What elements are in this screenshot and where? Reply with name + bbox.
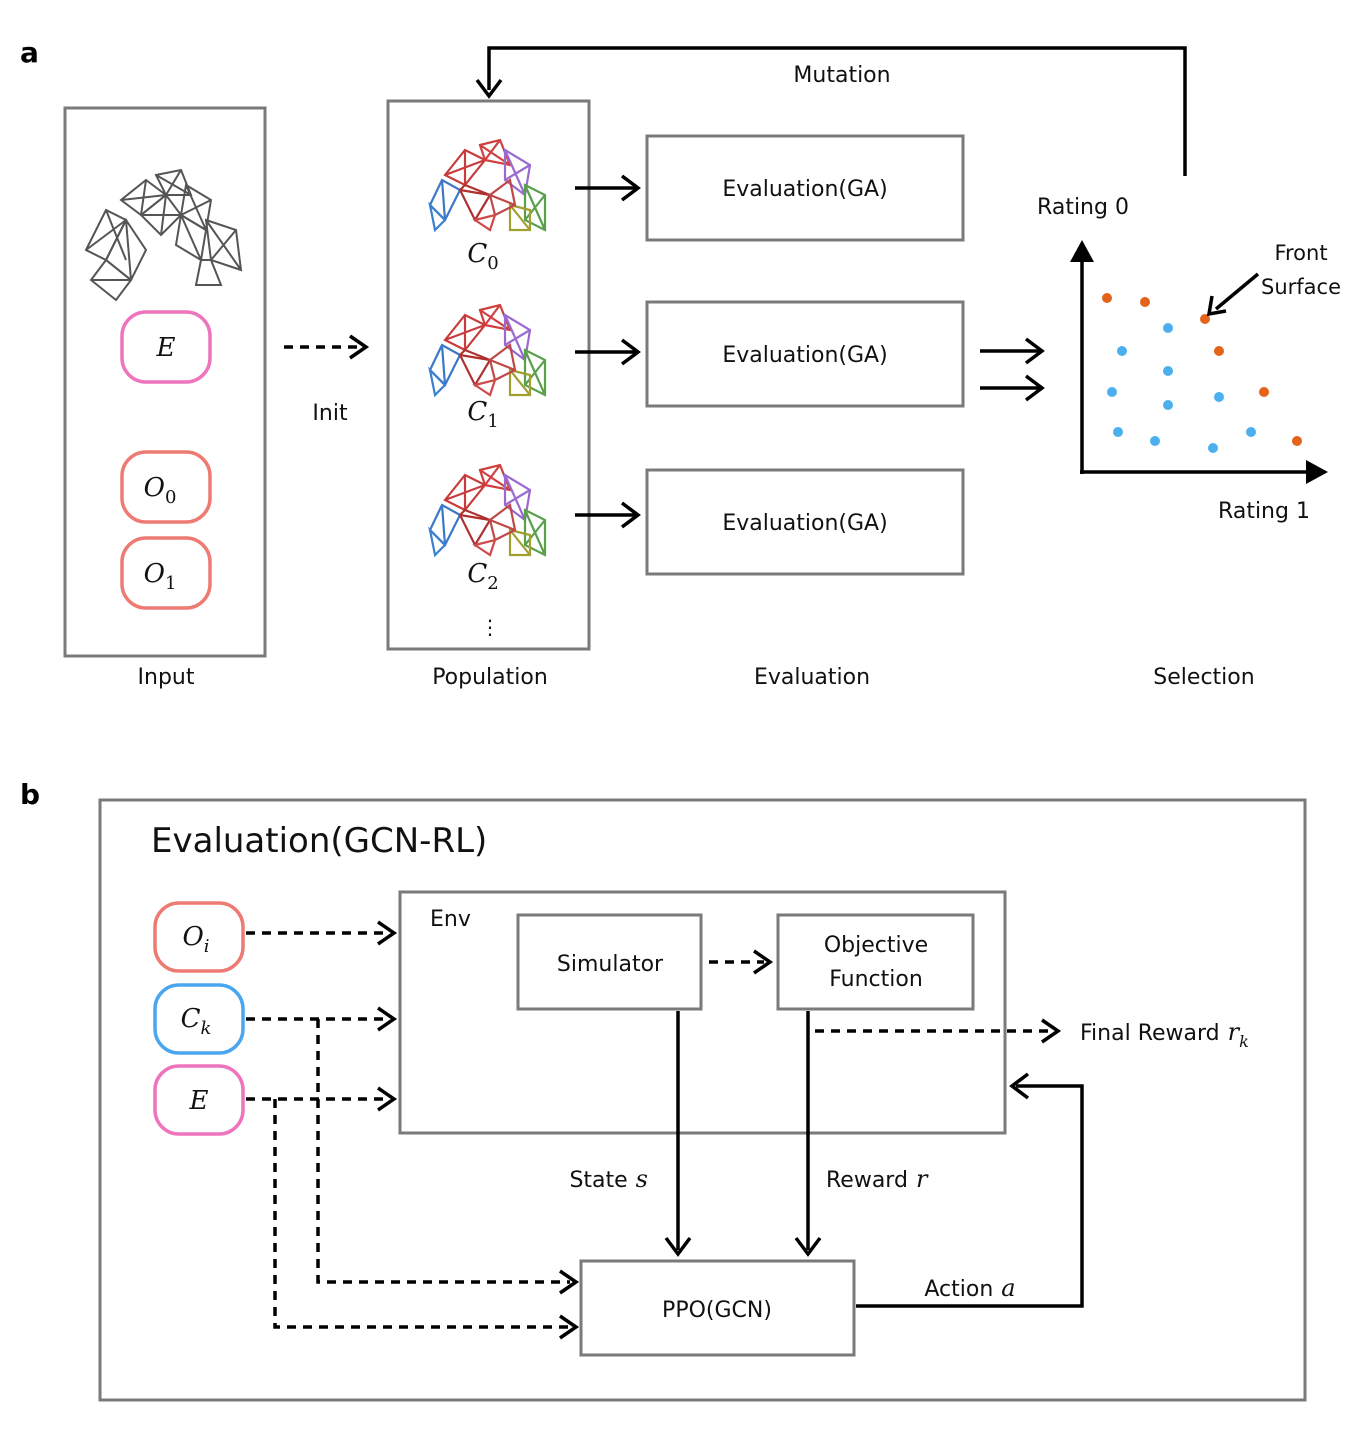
front-point xyxy=(1259,387,1269,397)
evaluation-ga-label-2: Evaluation(GA) xyxy=(722,511,887,536)
mutation-label: Mutation xyxy=(793,63,890,88)
final-reward-arrow-head xyxy=(1041,1018,1062,1044)
selection-arrow-top-head xyxy=(1024,337,1045,365)
action-arrow xyxy=(856,1084,1084,1308)
objective-function-label-line2: Function xyxy=(829,967,923,992)
evaluation-ga-box-2 xyxy=(645,468,965,576)
action-arrow-head xyxy=(1009,1072,1030,1100)
objective-function-box xyxy=(776,913,975,1011)
selection-caption: Selection xyxy=(1153,665,1254,690)
panel-a-label: a xyxy=(20,36,39,69)
ppo-gcn-label: PPO(GCN) xyxy=(662,1298,772,1323)
evaluation-ga-label-1: Evaluation(GA) xyxy=(722,343,887,368)
front-surface-label-line1: Front xyxy=(1274,241,1327,265)
candidate-label-c0: C0 xyxy=(467,239,498,274)
input-token-o1-text: O1 xyxy=(144,559,177,594)
population-point xyxy=(1163,366,1173,376)
front-point xyxy=(1214,346,1224,356)
front-point xyxy=(1200,314,1210,324)
ppo-gcn-box xyxy=(579,1259,856,1357)
token-ck xyxy=(153,983,245,1055)
evaluation-ga-box-0 xyxy=(645,134,965,242)
input-token-e-text: E xyxy=(156,333,176,363)
e-to-env-arrow-head xyxy=(377,1086,398,1112)
token-oi-text: Oi xyxy=(182,922,209,957)
candidate-label-c1: C1 xyxy=(467,397,498,432)
population-more-ellipsis: ⋮ xyxy=(480,615,500,639)
token-e xyxy=(153,1064,245,1136)
front-surface-label-line2: Surface xyxy=(1261,275,1341,299)
input-caption: Input xyxy=(138,665,195,690)
population-point xyxy=(1107,387,1117,397)
objective-function-label-line1: Objective xyxy=(824,933,928,958)
population-point xyxy=(1150,436,1160,446)
front-point xyxy=(1292,436,1302,446)
token-ck-text: Ck xyxy=(181,1004,212,1039)
population-point xyxy=(1214,392,1224,402)
population-box xyxy=(386,99,591,651)
front-point xyxy=(1102,293,1112,303)
population-point xyxy=(1208,443,1218,453)
population-point xyxy=(1117,346,1127,356)
simulator-label: Simulator xyxy=(557,952,664,977)
input-token-o0-text: O0 xyxy=(144,473,177,508)
e-to-ppo-arrow xyxy=(273,1099,570,1329)
selection-scatter xyxy=(1102,293,1302,453)
rating0-axis-label: Rating 0 xyxy=(1037,195,1129,220)
front-point xyxy=(1140,297,1150,307)
gcn-rl-title: Evaluation(GCN-RL) xyxy=(151,821,487,861)
ck-to-ppo-arrow xyxy=(316,1019,570,1284)
simulator-box xyxy=(516,913,703,1011)
eval-arrow-2-head xyxy=(620,501,641,529)
mutation-arrow-head xyxy=(475,78,503,99)
token-e-text: E xyxy=(189,1086,209,1116)
population-point xyxy=(1163,400,1173,410)
population-point xyxy=(1163,323,1173,333)
rating1-axis-head xyxy=(1306,460,1328,484)
rating1-axis-label: Rating 1 xyxy=(1218,499,1310,524)
init-label: Init xyxy=(312,401,348,426)
token-oi xyxy=(153,901,245,973)
input-token-e xyxy=(120,310,212,384)
eval-arrow-0-head xyxy=(620,174,641,202)
rating0-axis-head xyxy=(1070,240,1094,262)
oi-to-env-arrow-head xyxy=(377,920,398,946)
input-token-o1 xyxy=(120,536,212,610)
evaluation-ga-box-1 xyxy=(645,300,965,408)
population-point xyxy=(1246,427,1256,437)
ck-to-ppo-arrow-head xyxy=(559,1269,580,1295)
population-caption: Population xyxy=(432,665,548,690)
panel-b-label: b xyxy=(20,778,40,811)
input-token-o0 xyxy=(120,450,212,524)
selection-arrow-bottom-head xyxy=(1024,374,1045,402)
population-point xyxy=(1113,427,1123,437)
evaluation-ga-label-0: Evaluation(GA) xyxy=(722,177,887,202)
e-to-ppo-arrow-head xyxy=(559,1314,580,1340)
reward-arrow-head xyxy=(794,1236,822,1257)
evaluation-caption: Evaluation xyxy=(754,665,870,690)
mutation-arrow xyxy=(487,46,1187,176)
state-arrow-head xyxy=(664,1236,692,1257)
init-arrow-head xyxy=(349,334,370,360)
ck-to-env-arrow-head xyxy=(377,1006,398,1032)
eval-arrow-1-head xyxy=(620,338,641,366)
front-surface-pointer xyxy=(1214,272,1260,311)
env-label: Env xyxy=(430,907,471,932)
candidate-label-c2: C2 xyxy=(467,559,498,594)
simulator-to-objective-arrow-head xyxy=(753,949,774,975)
front-surface-pointer-head xyxy=(1206,295,1227,317)
